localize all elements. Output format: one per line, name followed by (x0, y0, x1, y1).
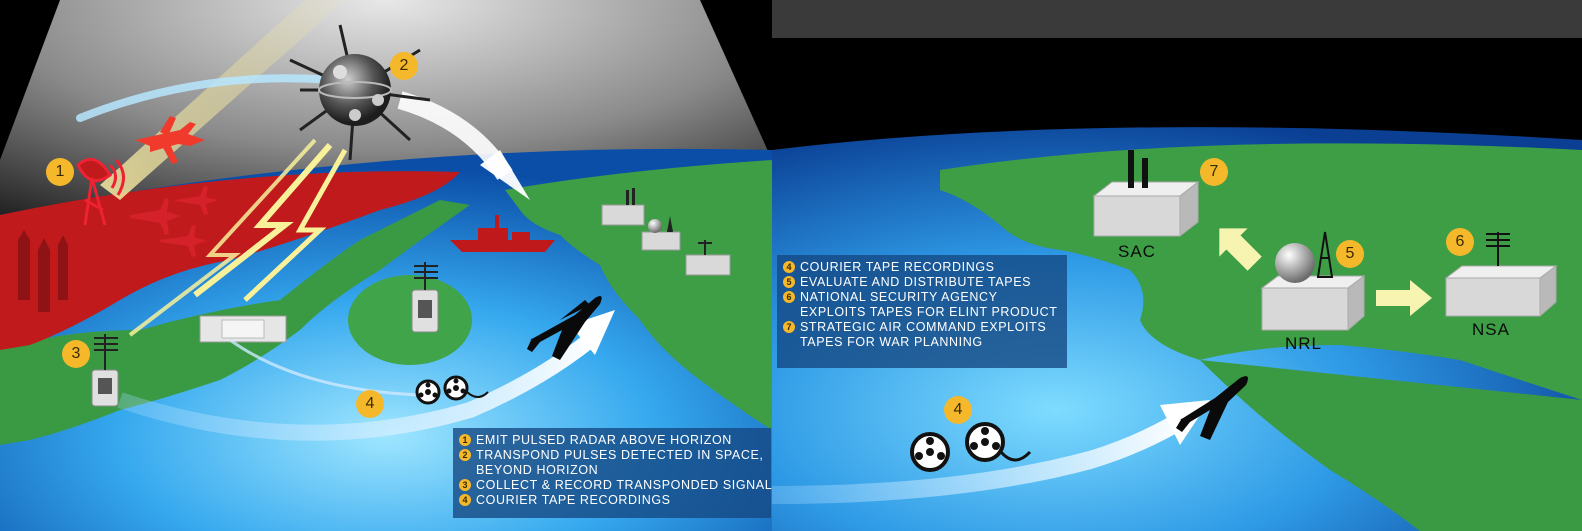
arrow-to-nsa (1376, 280, 1432, 316)
step-badge-2: 2 (390, 52, 418, 80)
right-panel (771, 0, 1582, 531)
step-badge-4-right: 4 (944, 396, 972, 424)
downlink-arrowhead (480, 150, 530, 200)
legend-text: COURIER TAPE RECORDINGS (800, 260, 995, 274)
legend-item: 4 COURIER TAPE RECORDINGS (459, 493, 765, 508)
signal-bolt-2 (243, 148, 348, 302)
legend-item: 5 EVALUATE AND DISTRIBUTE TAPES (783, 275, 1061, 290)
legend-number: 4 (783, 261, 795, 273)
legend-text: EMIT PULSED RADAR ABOVE HORIZON (476, 433, 732, 447)
legend-item: 2 TRANSPOND PULSES DETECTED IN SPACE, BE… (459, 448, 765, 478)
courier-plane-icon (527, 296, 602, 360)
land-allied (505, 160, 772, 430)
tape-reel-icon (415, 375, 489, 405)
top-bar (772, 0, 1582, 38)
antenna-icon (91, 262, 439, 407)
signal-bolt-1 (193, 143, 333, 298)
legend-number: 6 (783, 291, 795, 303)
step-badge-6: 6 (1446, 228, 1474, 256)
courier-route-right (771, 410, 1190, 504)
radar-dish-icon (76, 157, 125, 226)
legend-text: COLLECT & RECORD TRANSPONDED SIGNAL (476, 478, 773, 492)
legend-item: 4 COURIER TAPE RECORDINGS (783, 260, 1061, 275)
legend-item: 1 EMIT PULSED RADAR ABOVE HORIZON (459, 433, 765, 448)
legend-number: 4 (459, 494, 471, 506)
sac-label: SAC (1118, 242, 1156, 261)
step-badge-7: 7 (1200, 158, 1228, 186)
step-badge-5: 5 (1336, 240, 1364, 268)
legend-text: BEYOND HORIZON (476, 463, 599, 477)
building-icon (1260, 231, 1366, 332)
legend-number: 3 (459, 479, 471, 491)
building-icon (1444, 265, 1558, 318)
antenna-icon (1486, 232, 1510, 266)
courier-plane-icon (1176, 376, 1248, 440)
legend-text: COURIER TAPE RECORDINGS (476, 493, 671, 507)
step-badge-4: 4 (356, 390, 384, 418)
radar-beam (100, 0, 345, 200)
arrow-to-sac (1219, 228, 1262, 271)
legend-text: EXPLOITS TAPES FOR ELINT PRODUCT (800, 305, 1058, 319)
legend-text: EVALUATE AND DISTRIBUTE TAPES (800, 275, 1032, 289)
legend-left: 1 EMIT PULSED RADAR ABOVE HORIZON 2 TRAN… (453, 428, 772, 518)
signal-bolt-3 (128, 138, 317, 337)
legend-text: TAPES FOR WAR PLANNING (800, 335, 983, 349)
legend-text: NATIONAL SECURITY AGENCY (800, 290, 998, 304)
warship-icon (450, 215, 555, 252)
red-aircraft-icon (135, 116, 205, 164)
satellite-icon (289, 24, 431, 161)
pulse-arc (76, 74, 334, 122)
land-conus-south (1200, 360, 1582, 531)
legend-number: 5 (783, 276, 795, 288)
legend-right: 4 COURIER TAPE RECORDINGS 5 EVALUATE AND… (777, 255, 1067, 368)
tape-line (229, 338, 421, 397)
building-icon (1092, 150, 1200, 238)
legend-number: 1 (459, 434, 471, 446)
legend-item: 6 NATIONAL SECURITY AGENCY EXPLOITS TAPE… (783, 290, 1061, 320)
step-badge-3: 3 (62, 340, 90, 368)
step-badge-1: 1 (46, 158, 74, 186)
legend-text: TRANSPOND PULSES DETECTED IN SPACE, (476, 448, 764, 462)
nrl-label: NRL (1285, 334, 1323, 353)
tape-reel-icon (910, 422, 1032, 472)
island (348, 275, 472, 365)
legend-number: 7 (783, 321, 795, 333)
legend-item: 7 STRATEGIC AIR COMMAND EXPLOITS TAPES F… (783, 320, 1061, 350)
hostile-territory (0, 171, 460, 350)
fighter-jet-icon (130, 186, 218, 257)
legend-text: STRATEGIC AIR COMMAND EXPLOITS (800, 320, 1047, 334)
building-icon (601, 188, 731, 276)
missile-icon (18, 230, 68, 312)
courier-route (117, 333, 595, 441)
nsa-label: NSA (1472, 320, 1510, 339)
legend-number: 2 (459, 449, 471, 461)
legend-item: 3 COLLECT & RECORD TRANSPONDED SIGNAL (459, 478, 772, 493)
